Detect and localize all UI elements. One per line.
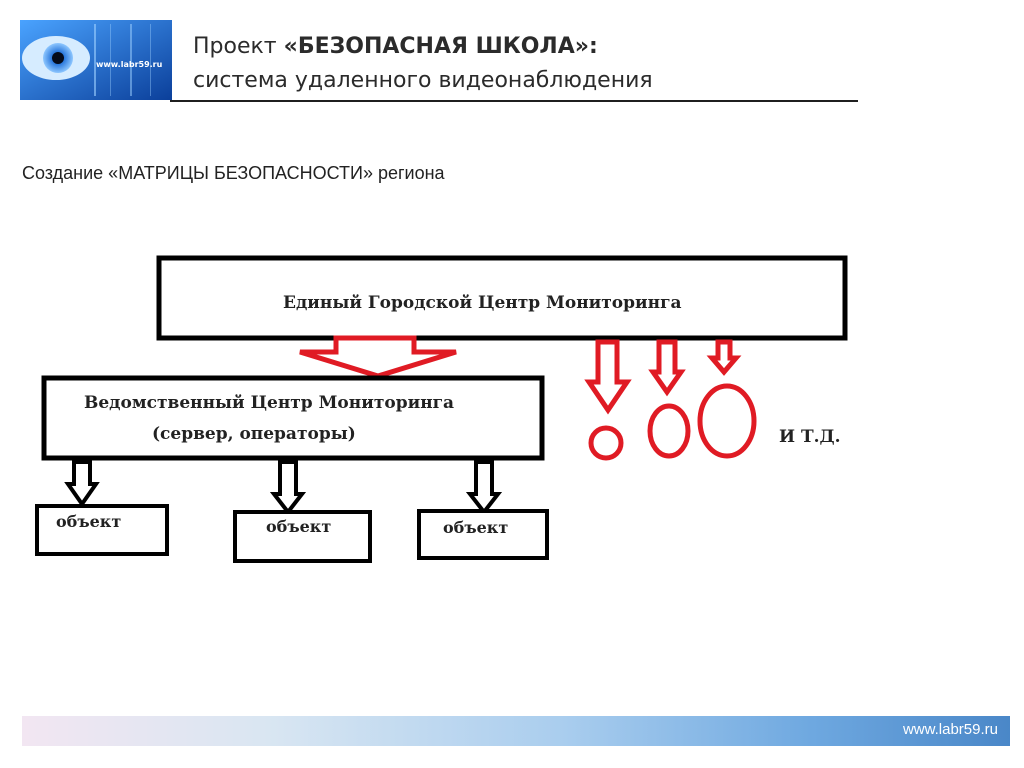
- top-center-box: [156, 255, 848, 341]
- red-arrow-main: [299, 335, 457, 379]
- object-label-3: объект: [443, 518, 509, 537]
- object-box-1: [35, 504, 169, 556]
- logo-text: www.labr59.ru: [96, 60, 163, 69]
- middle-center-box: [41, 375, 545, 461]
- monitoring-diagram: [35, 255, 848, 563]
- slide-subtitle: Создание «МАТРИЦЫ БЕЗОПАСНОСТИ» региона: [22, 163, 445, 183]
- footer-url[interactable]: www.labr59.ru: [902, 721, 998, 738]
- black-arrow-2: [269, 460, 307, 516]
- black-arrow-1: [64, 460, 100, 508]
- middle-box-label-2: (сервер, операторы): [152, 424, 356, 444]
- red-arrow-1: [584, 339, 632, 415]
- etc-label: И Т.Д.: [779, 427, 841, 447]
- red-arrow-2: [648, 339, 686, 397]
- object-box-3: [417, 509, 549, 560]
- title-divider: [170, 100, 858, 102]
- top-box-label: Единый Городской Центр Мониторинга: [283, 293, 682, 313]
- title-prefix: Проект: [193, 34, 284, 59]
- red-circle-small: [588, 425, 624, 461]
- object-box-2: [233, 510, 372, 563]
- title-line2: система удаленного видеонаблюдения: [193, 68, 653, 93]
- red-circle-large: [697, 383, 757, 459]
- logo: www.labr59.ru: [20, 20, 172, 100]
- middle-box-label-1: Ведомственный Центр Мониторинга: [84, 393, 455, 413]
- black-arrow-3: [465, 460, 503, 516]
- object-label-2: объект: [266, 517, 332, 536]
- red-arrow-3: [706, 339, 742, 376]
- red-circle-medium: [647, 403, 691, 459]
- eye-logo-icon: [20, 20, 172, 100]
- title-bold: «БЕЗОПАСНАЯ ШКОЛА»:: [283, 34, 598, 59]
- page-title: Проект «БЕЗОПАСНАЯ ШКОЛА»: система удале…: [193, 30, 653, 98]
- object-label-1: объект: [56, 512, 122, 531]
- footer-bar: www.labr59.ru: [22, 716, 1010, 746]
